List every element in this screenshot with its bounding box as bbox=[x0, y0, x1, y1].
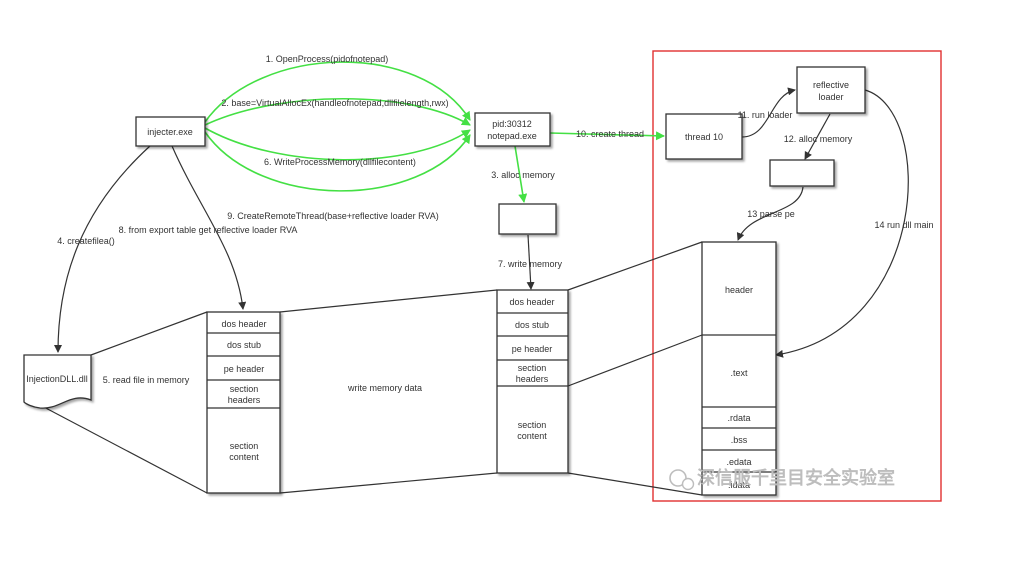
pe-file-section-headers-2: headers bbox=[228, 395, 261, 405]
edge-createfile bbox=[54, 145, 151, 353]
image-bss: .bss bbox=[731, 435, 748, 445]
label-parse-pe: 13 parse pe bbox=[747, 209, 795, 219]
pe-mem-section-headers-2: headers bbox=[516, 374, 549, 384]
pe-file-column: dos header dos stub pe header section he… bbox=[206, 311, 281, 494]
label-virtual-alloc: 2. base=VirtualAllocEx(handleofnotepad,d… bbox=[221, 98, 448, 108]
edge-write-memory bbox=[526, 234, 535, 290]
map-line bbox=[279, 289, 498, 313]
map-line bbox=[39, 404, 208, 494]
pe-mem-dos-stub: dos stub bbox=[515, 320, 549, 330]
pe-mem-column: dos header dos stub pe header section he… bbox=[496, 289, 569, 474]
injecter-label: injecter.exe bbox=[147, 127, 193, 137]
thread-node bbox=[665, 113, 743, 160]
label-write-memory: 7. write memory bbox=[498, 259, 563, 269]
pe-file-section-headers-1: section bbox=[230, 384, 259, 394]
loader-label-1: reflective bbox=[813, 80, 849, 90]
injecter-node bbox=[135, 116, 206, 147]
label-create-remote-thread: 9. CreateRemoteThread(base+reflective lo… bbox=[227, 211, 439, 221]
highlight-frame bbox=[652, 50, 942, 502]
edge-run-dll-main bbox=[775, 89, 909, 358]
map-line bbox=[567, 472, 703, 496]
dll-label: InjectionDLL.dll bbox=[26, 374, 88, 384]
pe-mem-section-content-1: section bbox=[518, 420, 547, 430]
pe-file-pe-header: pe header bbox=[224, 364, 265, 374]
map-line bbox=[567, 241, 703, 291]
pe-file-section-content-1: section bbox=[230, 441, 259, 451]
map-line bbox=[279, 472, 498, 494]
edge-write-process-memory bbox=[204, 127, 471, 161]
wechat-icon-small bbox=[681, 477, 695, 491]
edge-open-process bbox=[204, 61, 471, 123]
pe-mem-pe-header: pe header bbox=[512, 344, 553, 354]
thread-label: thread 10 bbox=[685, 132, 723, 142]
label-read-file: 5. read file in memory bbox=[103, 375, 190, 385]
map-line bbox=[567, 334, 703, 387]
label-alloc-memory: 3. alloc memory bbox=[491, 170, 555, 180]
label-createfile: 4. createfilea() bbox=[57, 236, 115, 246]
edge-alloc-memory bbox=[514, 145, 528, 203]
edge-export-table bbox=[171, 145, 247, 310]
label-run-loader: 11. run loader bbox=[738, 110, 793, 120]
pe-mem-section-content-2: content bbox=[517, 431, 547, 441]
label-write-process-memory: 6. WriteProcessMemory(dllfilecontent) bbox=[264, 157, 416, 167]
label-alloc-memory-2: 12. alloc memory bbox=[784, 134, 853, 144]
pe-mem-dos-header: dos header bbox=[509, 297, 554, 307]
image-edata: .edata bbox=[726, 457, 751, 467]
image-header: header bbox=[725, 285, 753, 295]
loader-node bbox=[796, 66, 866, 114]
watermark-text: 深信服千里目安全实验室 bbox=[697, 467, 895, 489]
label-write-data: write memory data bbox=[347, 383, 422, 393]
pe-file-dos-header: dos header bbox=[221, 319, 266, 329]
notepad-label-1: pid:30312 bbox=[492, 119, 532, 129]
notepad-alloc-box bbox=[498, 203, 557, 235]
edge-create-thread bbox=[549, 131, 665, 141]
label-open-process: 1. OpenProcess(pidofnotepad) bbox=[266, 54, 389, 64]
notepad-label-2: notepad.exe bbox=[487, 131, 537, 141]
watermark: 深信服千里目安全实验室 bbox=[669, 467, 895, 491]
pe-file-dos-stub: dos stub bbox=[227, 340, 261, 350]
pe-file-section-content-2: content bbox=[229, 452, 259, 462]
image-rdata: .rdata bbox=[727, 413, 750, 423]
image-text: .text bbox=[730, 368, 748, 378]
edge-virtual-alloc bbox=[204, 98, 471, 126]
wechat-icon bbox=[669, 469, 687, 487]
notepad-node bbox=[474, 112, 551, 147]
loader-alloc-box bbox=[769, 159, 835, 187]
label-run-dll-main: 14 run dll main bbox=[874, 220, 933, 230]
dll-document bbox=[23, 354, 92, 409]
label-export-table: 8. from export table get reflective load… bbox=[119, 225, 298, 235]
pe-mem-section-headers-1: section bbox=[518, 363, 547, 373]
edge-run-loader bbox=[741, 87, 796, 138]
map-line bbox=[90, 311, 208, 356]
edge-alloc-memory-2 bbox=[804, 113, 831, 160]
edge-parse-pe bbox=[736, 186, 804, 241]
image-column: header .text .rdata .bss .edata .idata bbox=[701, 241, 777, 496]
image-idata: .idata bbox=[728, 480, 750, 490]
label-create-thread: 10. create thread bbox=[576, 129, 644, 139]
loader-label-2: loader bbox=[818, 92, 843, 102]
edge-create-remote-thread bbox=[204, 131, 471, 192]
